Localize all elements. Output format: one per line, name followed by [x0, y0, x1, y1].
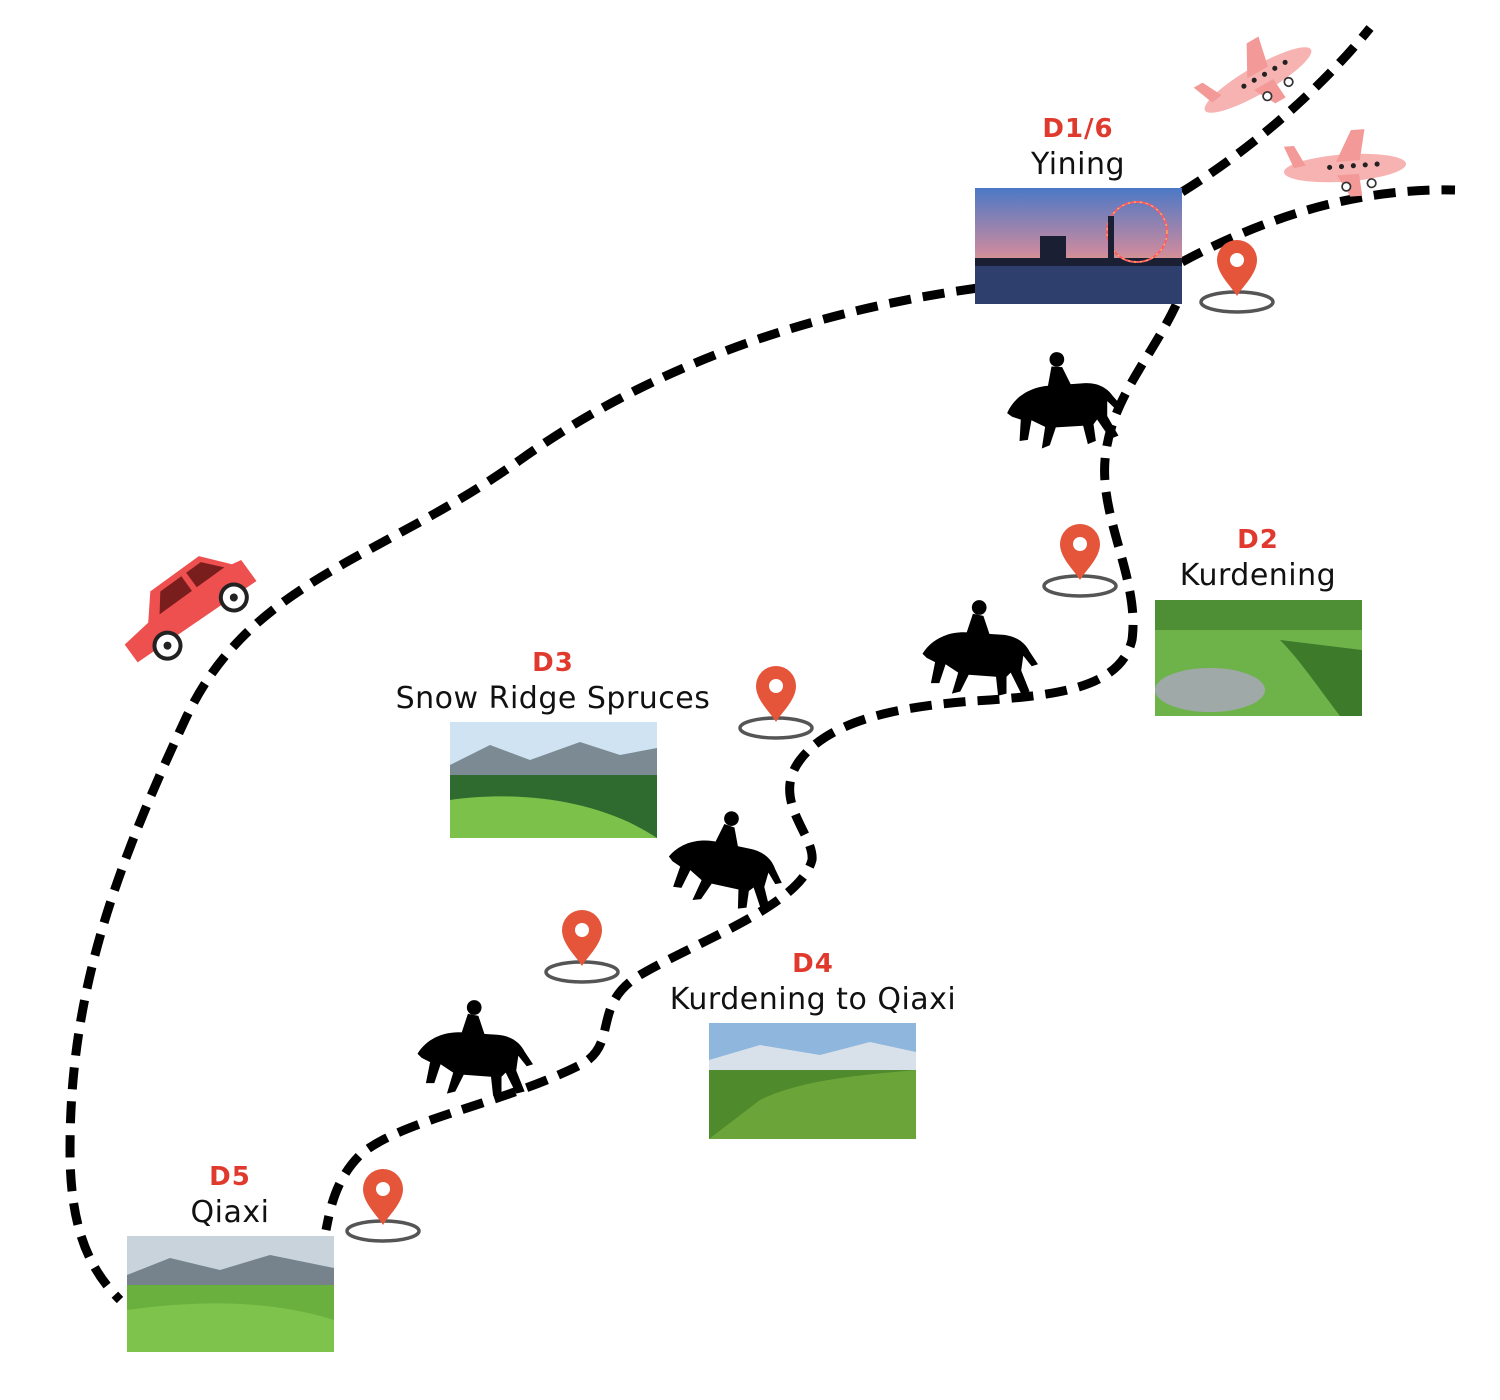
horse-rider-icon — [663, 803, 791, 915]
horse-rider-icon — [922, 600, 1038, 696]
route-paths — [65, 25, 1456, 1304]
map-pin-icon — [345, 1167, 421, 1243]
photo-d4-riders — [709, 1023, 916, 1139]
day-label: D4 — [792, 949, 834, 979]
day-label: D5 — [209, 1162, 251, 1192]
day-label: D1/6 — [1042, 114, 1114, 144]
photo-kurdening — [1155, 600, 1362, 716]
place-name: Kurdening to Qiaxi — [669, 982, 957, 1017]
photo-qiaxi — [127, 1236, 334, 1352]
horse-rider-icon — [417, 1000, 533, 1096]
place-name: Qiaxi — [190, 1195, 270, 1230]
stop-label-d4: D4 Kurdening to Qiaxi — [630, 951, 996, 1015]
horse-route — [321, 303, 1181, 1231]
stop-label-yining: D1/6 Yining — [998, 116, 1158, 180]
map-pin-icon — [1199, 238, 1275, 314]
stop-label-snow-ridge: D3 Snow Ridge Spruces — [350, 650, 756, 714]
stop-label-qiaxi: D5 Qiaxi — [160, 1164, 300, 1228]
flight-path-departure — [1179, 185, 1456, 266]
map-pin-icon — [544, 908, 620, 984]
photo-snow-ridge — [450, 722, 657, 838]
day-label: D3 — [532, 648, 574, 678]
flight-path-arrival — [1179, 25, 1374, 196]
map-pin-icon — [1042, 522, 1118, 598]
photo-yining — [975, 188, 1182, 304]
place-name: Kurdening — [1179, 558, 1337, 593]
airplane-icon — [1185, 16, 1327, 137]
day-label: D2 — [1237, 525, 1279, 555]
stop-label-kurdening: D2 Kurdening — [1150, 527, 1366, 591]
drive-route — [65, 283, 979, 1304]
place-name: Yining — [1031, 147, 1125, 182]
car-icon — [124, 556, 257, 663]
place-name: Snow Ridge Spruces — [395, 681, 711, 716]
